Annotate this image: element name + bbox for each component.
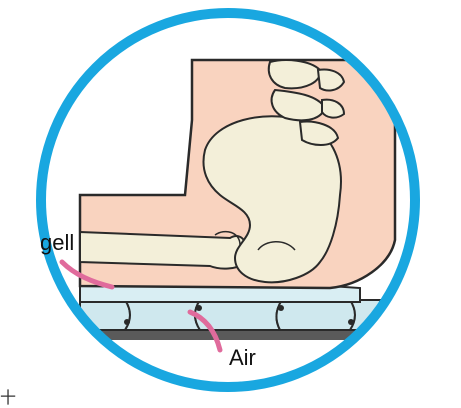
- air-cushion-cells: [80, 300, 380, 330]
- label-air: Air: [229, 347, 256, 369]
- label-gell: gell: [40, 232, 74, 254]
- leg-bone: [80, 232, 250, 269]
- base-plate: [80, 330, 380, 340]
- corner-mark: 十: [0, 384, 16, 408]
